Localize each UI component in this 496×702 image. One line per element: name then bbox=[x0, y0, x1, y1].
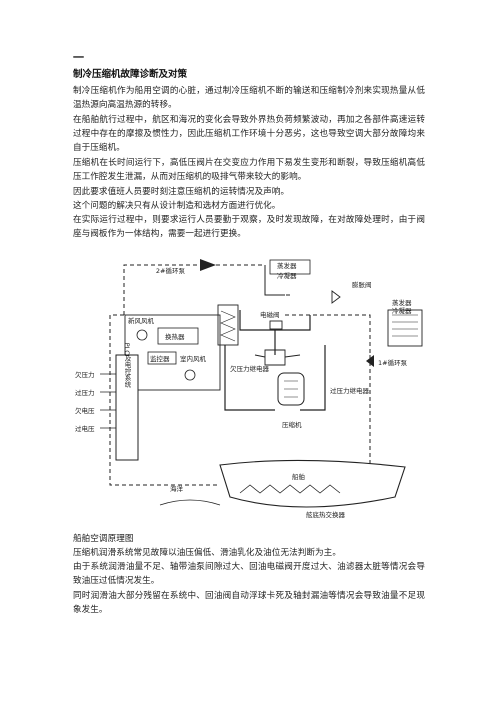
label-overpressure-relay: 过压力继电器 bbox=[330, 386, 370, 395]
label-pump-1: 1#循环泵 bbox=[378, 358, 408, 367]
label-pump-2: 2#循环泵 bbox=[156, 266, 186, 275]
label-indoor-fan: 室内风机 bbox=[180, 354, 207, 363]
monitor-box bbox=[147, 351, 177, 365]
label-fresh-air-fan: 新风风机 bbox=[128, 316, 155, 325]
label-expansion-valve: 膨胀阀 bbox=[352, 280, 372, 289]
label-heat-exchanger: 换热器 bbox=[165, 332, 185, 341]
label-underpressure-relay: 欠压力继电器 bbox=[230, 364, 270, 373]
paragraph-4: 因此要求值班人员要时刻注意压缩机的运转情况及声响。 bbox=[73, 187, 290, 197]
pump-2-icon bbox=[200, 259, 216, 271]
label-solenoid-valve: 电磁阀 bbox=[260, 310, 280, 319]
label-under-voltage: 欠电压 bbox=[75, 406, 95, 415]
figure-caption: 船舶空调原理图 bbox=[73, 534, 134, 544]
article-title: 制冷压缩机故障诊断及对策 bbox=[73, 69, 188, 80]
paragraph-6: 在实际运行过程中，则要求运行人员要勤于观察，及时发现故障，在对故障处理时，由于阀… bbox=[73, 215, 425, 240]
label-plc: PLC及电控系统 bbox=[123, 343, 131, 389]
paragraph-8: 由于系统润滑油量不足、轴带油泵间隙过大、回油电磁阀开度过大、油滤器太脏等情况会导… bbox=[73, 562, 425, 587]
expansion-valve-icon bbox=[331, 290, 341, 304]
paragraph-2: 在船舶航行过程中，航区和海况的变化会导致外界热负荷频繁波动，再加之各部件高速运转… bbox=[73, 115, 425, 154]
air-handling-unit bbox=[124, 314, 221, 391]
paragraph-9: 同时润滑油大部分残留在系统中、回油阀自动浮球卡死及轴封漏油等情况会导致油量不足现… bbox=[73, 591, 425, 616]
label-under-pressure: 欠压力 bbox=[75, 370, 95, 379]
ship-hull bbox=[219, 459, 406, 508]
solenoid-valve-icon bbox=[269, 320, 283, 330]
plc-box bbox=[115, 354, 139, 461]
label-over-voltage: 过电压 bbox=[75, 424, 95, 433]
label-ocean: 海洋 bbox=[170, 484, 184, 493]
indoor-fan-icon bbox=[184, 369, 196, 381]
paragraph-3: 压缩机在长时间运行下，高低压阀片在交变应力作用下易发生变形和断裂，导致压缩机高低… bbox=[73, 158, 425, 183]
label-evap-right: 蒸发器 bbox=[392, 298, 412, 307]
label-over-pressure: 过压力 bbox=[75, 388, 95, 397]
pump-1-icon bbox=[366, 355, 374, 367]
heat-exchanger-box bbox=[157, 327, 199, 345]
label-compressor: 压缩机 bbox=[282, 420, 302, 429]
right-evap-cond bbox=[387, 309, 423, 347]
label-cond-top: 冷凝器 bbox=[277, 271, 297, 280]
paragraph-5: 这个问题的解决只有从设计制造和选材方面进行优化。 bbox=[73, 201, 281, 211]
top-evap-cond bbox=[269, 259, 311, 275]
left-coil bbox=[217, 304, 239, 346]
paragraph-7: 压缩机润滑系统常见故障以油压偏低、滑油乳化及油位无法判断为主。 bbox=[73, 548, 341, 558]
label-ship: 船舶 bbox=[292, 472, 305, 481]
label-evap-top: 蒸发器 bbox=[277, 261, 297, 270]
label-monitor: 监控器 bbox=[150, 354, 170, 363]
ship-ac-diagram: 2#循环泵 蒸发器 冷凝器 膨胀阀 蒸发器 冷凝器 电磁阀 压缩机 欠压力继电器… bbox=[75, 259, 423, 519]
paragraph-1: 制冷压缩机作为船用空调的心脏，通过制冷压缩机不断的输送和压缩制冷剂来实现热量从低… bbox=[73, 86, 425, 111]
label-cond-right: 冷凝器 bbox=[392, 306, 412, 315]
fan-icon bbox=[136, 329, 148, 341]
heading-mark: 一 bbox=[73, 51, 84, 64]
label-bottom-hx: 舷底热交换器 bbox=[306, 510, 346, 519]
